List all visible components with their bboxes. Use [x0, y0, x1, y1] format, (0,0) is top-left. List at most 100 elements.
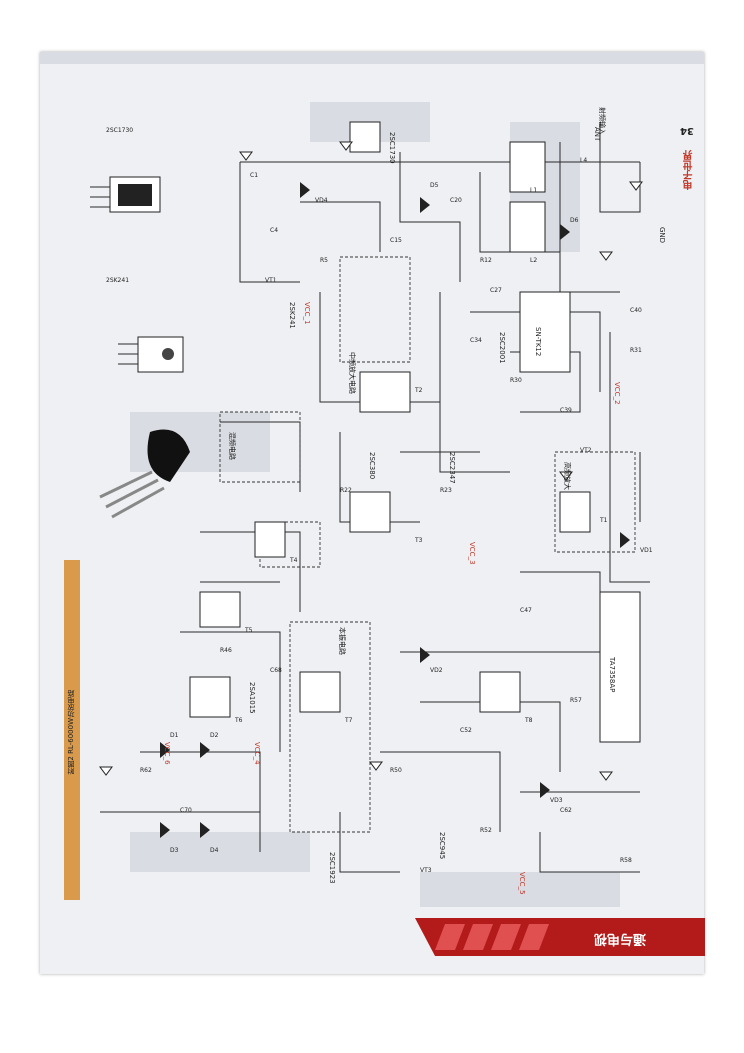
- svg-text:C40: C40: [630, 307, 642, 314]
- svg-text:R57: R57: [570, 697, 582, 704]
- svg-text:R30: R30: [510, 377, 522, 384]
- svg-text:T7: T7: [344, 717, 353, 724]
- svg-text:D2: D2: [210, 732, 219, 739]
- svg-text:VD2: VD2: [430, 667, 443, 674]
- svg-text:D6: D6: [570, 217, 579, 224]
- transistor-to92-icon: [99, 429, 190, 519]
- pinout-text: 2SK241: [106, 277, 129, 284]
- svg-text:SN-TK12: SN-TK12: [534, 327, 542, 356]
- footer-title: 通与电视: [594, 931, 647, 946]
- svg-text:2SC945: 2SC945: [438, 832, 446, 859]
- svg-text:L2: L2: [530, 257, 537, 264]
- svg-text:R22: R22: [340, 487, 352, 494]
- svg-text:ANT: ANT: [593, 127, 601, 142]
- component-labels: C1 C4 C15 C20 C27 C34 C39 C40 C47 C52 C6…: [140, 157, 653, 874]
- svg-text:GND: GND: [658, 227, 666, 243]
- svg-text:R46: R46: [220, 647, 232, 654]
- svg-text:2SC2347: 2SC2347: [448, 452, 456, 484]
- svg-text:R52: R52: [480, 827, 492, 834]
- svg-text:VCC_3: VCC_3: [468, 542, 476, 565]
- svg-text:C1: C1: [250, 172, 258, 179]
- svg-text:T4: T4: [289, 557, 298, 564]
- svg-text:R5: R5: [320, 257, 328, 264]
- svg-text:R58: R58: [620, 857, 632, 864]
- svg-text:C15: C15: [390, 237, 402, 244]
- ic-ta7358ap: TA7358AP: [599, 591, 641, 743]
- svg-text:VT2: VT2: [580, 447, 592, 454]
- svg-text:TA7358AP: TA7358AP: [608, 656, 616, 692]
- svg-text:C4: C4: [270, 227, 278, 234]
- svg-text:VCC_5: VCC_5: [518, 872, 526, 895]
- svg-text:C47: C47: [520, 607, 532, 614]
- svg-text:T8: T8: [524, 717, 533, 724]
- block-frame: [339, 256, 411, 363]
- svg-text:VD4: VD4: [315, 197, 328, 204]
- ground-icon: [99, 141, 643, 781]
- svg-text:R62: R62: [140, 767, 152, 774]
- svg-text:VCC_1: VCC_1: [303, 302, 311, 325]
- svg-text:2SC380: 2SC380: [368, 452, 376, 479]
- svg-text:C34: C34: [470, 337, 482, 344]
- caption-bar: [64, 560, 80, 900]
- svg-text:VD1: VD1: [640, 547, 653, 554]
- block-frame: [219, 411, 301, 483]
- svg-text:中频放大电路: 中频放大电路: [348, 352, 357, 394]
- svg-text:T2: T2: [414, 387, 423, 394]
- svg-text:VCC_2: VCC_2: [613, 382, 621, 405]
- svg-text:L1: L1: [530, 187, 537, 194]
- block-frame: [289, 621, 371, 833]
- svg-text:高频放大: 高频放大: [563, 462, 572, 490]
- block-frame: [554, 451, 636, 553]
- svg-text:VCC_4: VCC_4: [253, 742, 261, 765]
- svg-text:VT3: VT3: [420, 867, 432, 874]
- svg-text:C70: C70: [180, 807, 192, 814]
- svg-text:VCC_6: VCC_6: [163, 742, 171, 765]
- circuit-schematic: 2SC1730 2SK241: [40, 52, 704, 907]
- svg-text:混频电路: 混频电路: [228, 432, 237, 460]
- svg-text:2SC1730: 2SC1730: [388, 132, 396, 164]
- svg-text:D1: D1: [170, 732, 179, 739]
- svg-text:C20: C20: [450, 197, 462, 204]
- svg-text:R50: R50: [390, 767, 402, 774]
- block-titles: 中频放大电路 混频电路 本振电路 高频放大 射频输入: [228, 107, 607, 655]
- svg-text:R31: R31: [630, 347, 642, 354]
- svg-text:T5: T5: [244, 627, 253, 634]
- transistor-labels: 2SC1730 2SC380 2SC2347 2SC2001 2SA1015 2…: [248, 132, 506, 884]
- svg-text:C39: C39: [560, 407, 572, 414]
- svg-text:射频输入: 射频输入: [598, 107, 607, 135]
- page-number: 34: [680, 125, 694, 136]
- svg-text:C52: C52: [460, 727, 472, 734]
- svg-text:2SK241: 2SK241: [288, 302, 296, 329]
- svg-text:本振电路: 本振电路: [338, 627, 347, 655]
- svg-text:R12: R12: [480, 257, 492, 264]
- section-title: 电子世界: [684, 150, 695, 190]
- svg-text:L4: L4: [580, 157, 587, 164]
- svg-text:D5: D5: [430, 182, 439, 189]
- net-labels: VCC_1 VCC_2 VCC_3 VCC_4 VCC_5 VCC_6 ANT …: [163, 127, 666, 895]
- svg-text:R23: R23: [440, 487, 452, 494]
- svg-text:T1: T1: [599, 517, 608, 524]
- svg-text:C62: C62: [560, 807, 572, 814]
- svg-text:D4: D4: [210, 847, 219, 854]
- transformer-group: [189, 121, 591, 718]
- svg-text:2SC1923: 2SC1923: [328, 852, 336, 884]
- svg-text:T3: T3: [414, 537, 423, 544]
- svg-text:VT1: VT1: [265, 277, 277, 284]
- svg-text:2SA1015: 2SA1015: [248, 682, 256, 714]
- pinout-text: 2SC1730: [106, 127, 133, 134]
- figure-caption: 附图2 RL-6000W功放电路: [67, 690, 75, 775]
- ic-sn-tk12: SN-TK12: [519, 291, 571, 373]
- transistor-package-icon: [90, 176, 161, 213]
- svg-text:VD3: VD3: [550, 797, 563, 804]
- footer-band: [415, 918, 705, 956]
- svg-text:C27: C27: [490, 287, 502, 294]
- svg-text:D3: D3: [170, 847, 179, 854]
- bleed-block: [420, 872, 620, 907]
- top-strip: [40, 52, 704, 64]
- svg-text:C68: C68: [270, 667, 282, 674]
- diode-group: [160, 182, 630, 838]
- bleed-block: [130, 832, 310, 872]
- scanned-page: 2SC1730 2SK241: [40, 52, 704, 974]
- svg-text:T6: T6: [234, 717, 243, 724]
- transistor-package-icon: [118, 336, 184, 373]
